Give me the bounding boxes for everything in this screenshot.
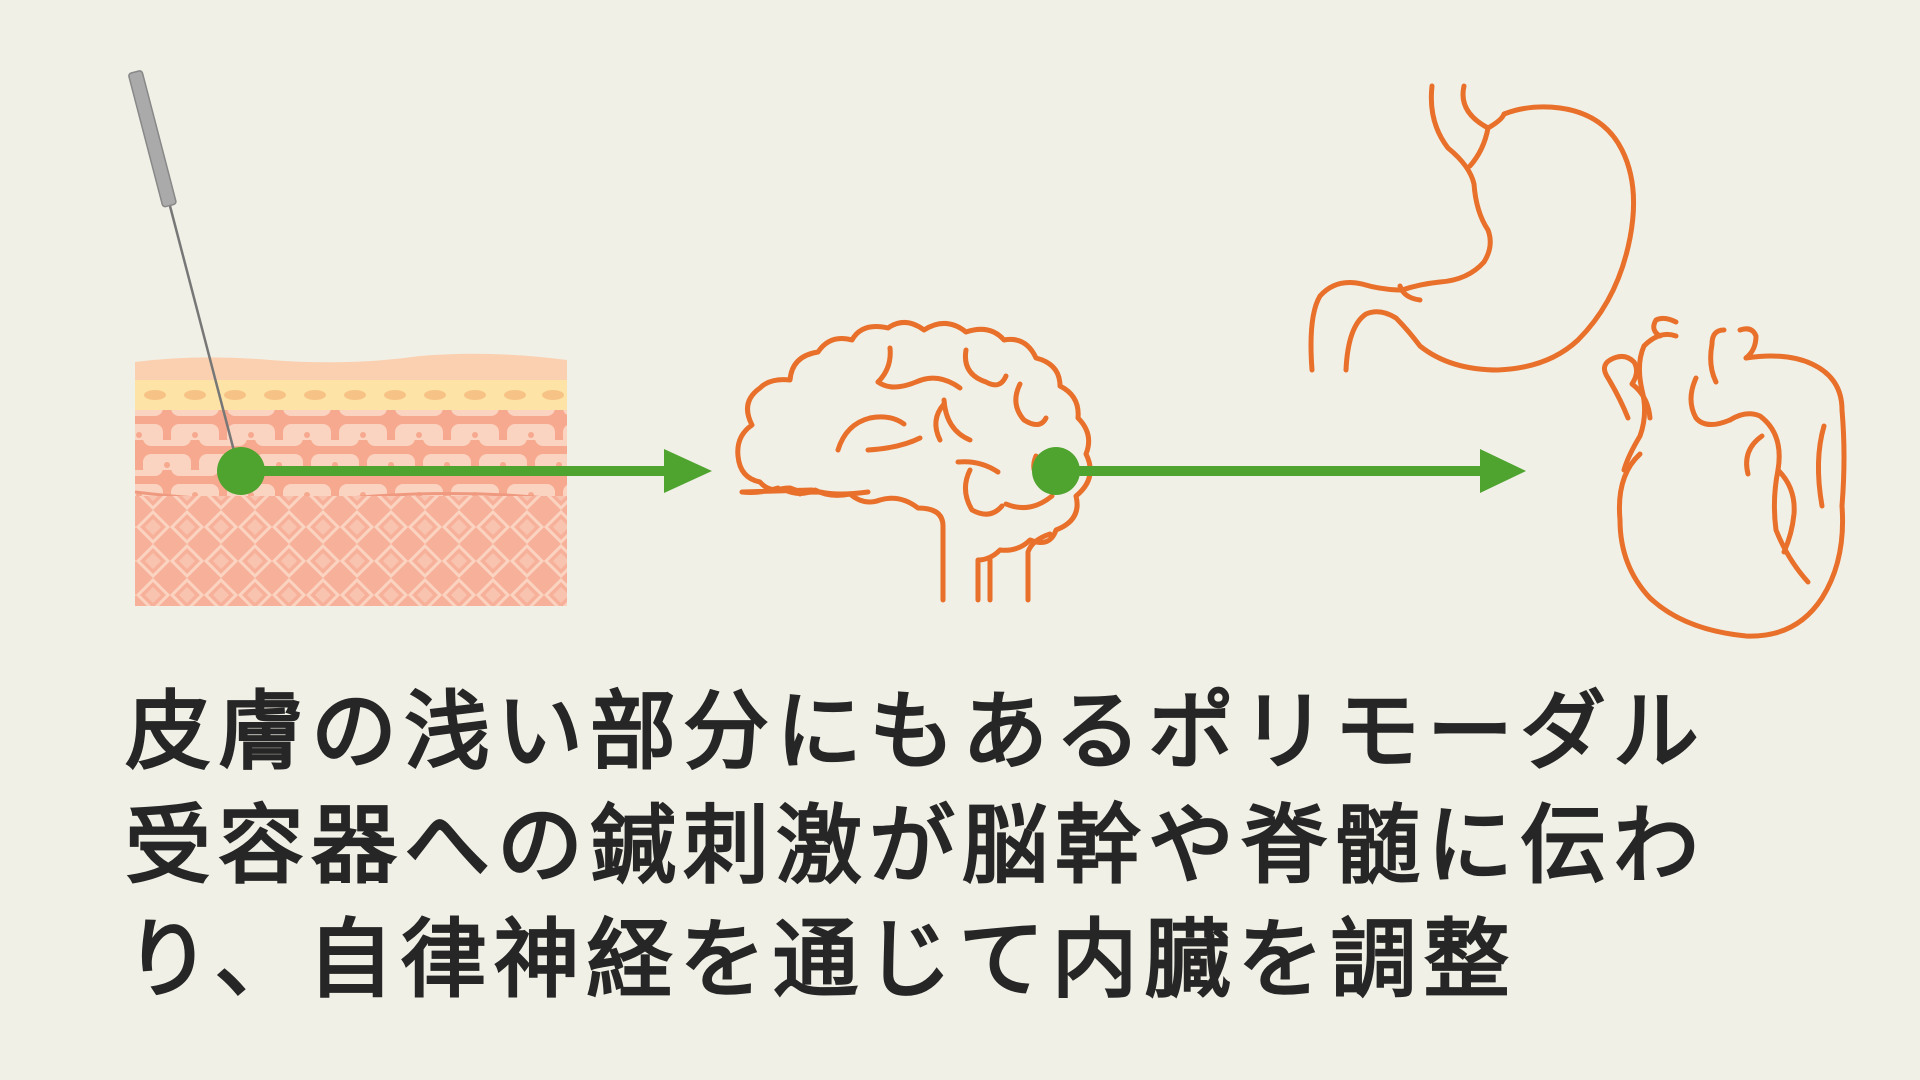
acupuncture-needle-icon xyxy=(128,70,242,475)
diagram-caption: 皮膚の浅い部分にもあるポリモーダル 受容器への鍼刺激が脳幹や脊髄に伝わ り、自律… xyxy=(125,675,1825,1017)
caption-line: 受容器への鍼刺激が脳幹や脊髄に伝わ xyxy=(125,796,1706,896)
arrow-brain-to-organs xyxy=(1032,447,1526,495)
brain-icon xyxy=(735,320,1093,603)
heart-icon xyxy=(1602,315,1847,639)
stomach-icon xyxy=(1308,83,1637,373)
caption-line: り、自律神経を通じて内臓を調整 xyxy=(125,910,1517,1010)
arrow-skin-to-brain xyxy=(217,447,712,495)
caption-line: 皮膚の浅い部分にもあるポリモーダル xyxy=(125,682,1706,782)
skin-cross-section-icon xyxy=(134,353,568,606)
acupuncture-pathway-diagram xyxy=(128,70,1847,639)
